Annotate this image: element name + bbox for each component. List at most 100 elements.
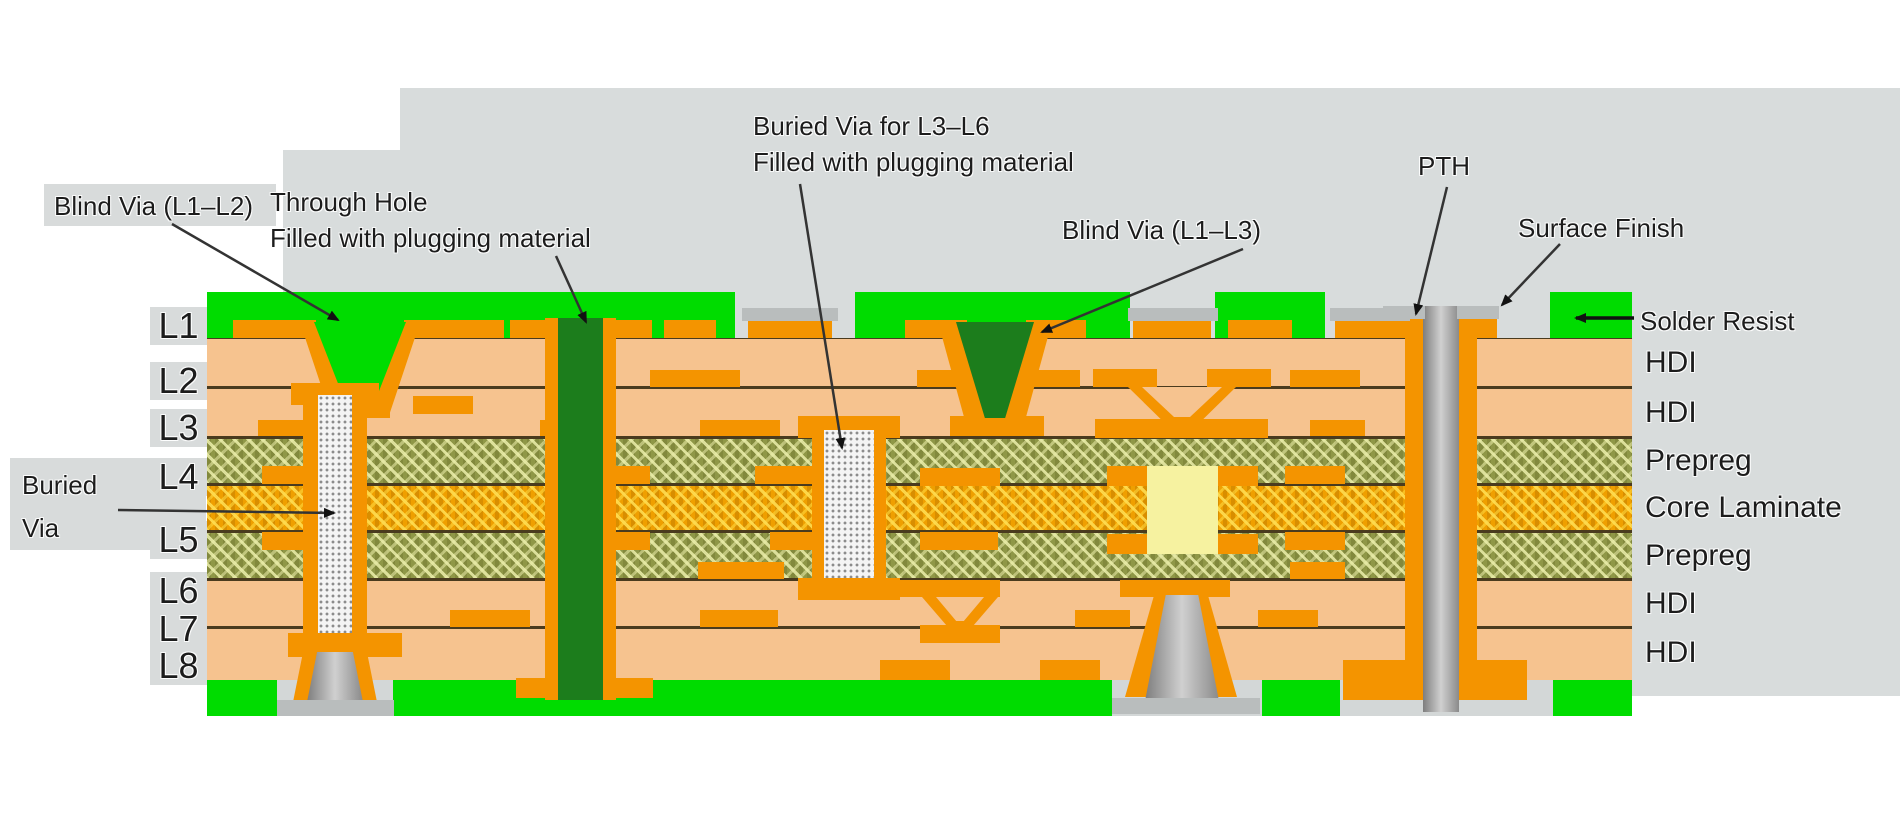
layer-label-l7: L7 — [150, 610, 207, 648]
copper-trace — [920, 532, 998, 550]
annotation-solder-resist: Solder Resist — [1640, 306, 1795, 336]
copper-trace — [880, 660, 950, 680]
through-hole-bottom-pad — [516, 678, 548, 698]
layer-label-l1: L1 — [150, 307, 207, 345]
layer-prepreg-1 — [207, 438, 1632, 485]
core-plug-resin — [1147, 466, 1218, 554]
pth-top-pad — [1385, 318, 1423, 338]
copper-trace — [698, 562, 784, 579]
copper-trace — [1228, 320, 1292, 338]
copper-layer-line-l5 — [207, 530, 1632, 533]
material-label-prepreg-1: Prepreg — [1645, 444, 1752, 477]
copper-trace — [1310, 420, 1365, 436]
solder-resist-bottom — [393, 680, 1112, 716]
annotation-through-hole-line2: Filled with plugging material — [270, 223, 591, 253]
copper-trace — [616, 320, 652, 338]
solder-resist-bottom — [1553, 680, 1632, 716]
copper-trace — [700, 610, 778, 627]
annotation-buried-via-l3l6: Buried Via for L3–L6 Filled with pluggin… — [753, 108, 1074, 180]
surface-finish-cap — [742, 308, 838, 321]
core-plug-pad — [1107, 466, 1147, 486]
bottom-via-pad — [277, 700, 394, 716]
bottom-cone-via-top-pad — [1120, 580, 1230, 597]
material-label-hdi-1: HDI — [1645, 346, 1697, 379]
annotation-background — [1632, 292, 1900, 696]
copper-layer-line-l7 — [207, 626, 1632, 629]
pth-bottom-pad — [1459, 678, 1497, 698]
via-l2l3-flange — [1093, 369, 1157, 387]
copper-trace — [404, 320, 504, 338]
layer-core-laminate — [207, 485, 1632, 532]
through-hole-plug — [558, 318, 603, 700]
copper-trace — [413, 396, 473, 414]
layer-label-l2: L2 — [150, 362, 207, 400]
core-plug-pad — [1218, 466, 1258, 486]
copper-trace — [1290, 370, 1360, 387]
annotation-surface-finish: Surface Finish — [1518, 213, 1685, 243]
layer-label-l3: L3 — [150, 409, 207, 447]
annotation-blind-via-l1l3: Blind Via (L1–L3) — [1062, 215, 1261, 245]
copper-layer-line-l4 — [207, 483, 1632, 486]
copper-trace — [700, 420, 780, 436]
annotation-buried-via-l3l6-line1: Buried Via for L3–L6 — [753, 111, 990, 141]
pth-plating — [1405, 316, 1423, 700]
core-plug-pad — [1107, 534, 1147, 554]
copper-trace — [920, 468, 1000, 486]
blind-via-l1l3-bottom-pad — [950, 416, 1044, 436]
pth-barrel — [1423, 306, 1459, 712]
pth-plating — [1459, 316, 1477, 700]
copper-trace — [1258, 610, 1318, 627]
layer-prepreg-2 — [207, 532, 1632, 580]
surface-finish-cap — [1128, 308, 1218, 321]
copper-layer-line-l6 — [207, 578, 1632, 581]
buried-via-top-pad — [291, 383, 379, 405]
annotation-buried-via-line1: Buried — [22, 470, 98, 500]
via-l6l7-bottom-pad — [920, 625, 1000, 643]
copper-trace — [1040, 660, 1100, 680]
copper-layer-line-l2 — [207, 386, 1632, 389]
copper-trace — [1285, 532, 1345, 550]
core-plug-pad — [1218, 534, 1258, 554]
bottom-via-barrel — [307, 652, 363, 702]
blind-via-l1l2-label-chip — [44, 184, 276, 226]
solder-resist-bottom — [207, 680, 277, 716]
material-label-hdi-4: HDI — [1645, 636, 1697, 669]
through-hole-plating — [545, 318, 559, 700]
through-hole-plating — [602, 318, 616, 700]
buried-via-l3l6-bottom-pad — [798, 578, 900, 600]
material-label-hdi-3: HDI — [1645, 587, 1697, 620]
annotation-buried-via-line2: Via — [22, 513, 60, 543]
copper-trace — [664, 320, 716, 338]
copper-trace — [755, 466, 815, 484]
copper-trace — [1133, 320, 1211, 338]
annotation-background — [400, 88, 1900, 150]
solder-resist-bottom — [1262, 680, 1340, 716]
copper-trace — [510, 320, 546, 338]
layer-label-l6: L6 — [150, 572, 207, 610]
surface-finish-cap — [1330, 308, 1410, 321]
annotation-buried-via-l3l6-line2: Filled with plugging material — [753, 147, 1074, 177]
copper-layer-line-l3 — [207, 436, 1632, 439]
annotation-buried-via: Buried Via — [22, 464, 97, 550]
layer-label-l8: L8 — [150, 647, 207, 685]
layer-label-l5: L5 — [150, 521, 207, 559]
copper-trace — [748, 320, 832, 338]
copper-trace — [650, 370, 740, 387]
material-label-core: Core Laminate — [1645, 491, 1842, 524]
copper-trace — [1285, 466, 1345, 484]
annotation-pth: PTH — [1418, 151, 1470, 181]
material-label-hdi-2: HDI — [1645, 396, 1697, 429]
pth-surface-finish-cap — [1457, 306, 1499, 319]
solder-resist-top — [1550, 292, 1632, 338]
copper-trace — [1290, 562, 1345, 579]
annotation-through-hole-line1: Through Hole — [270, 187, 428, 217]
bottom-cone-via-pad — [1112, 698, 1260, 714]
via-l2l3-bottom-pad — [1095, 419, 1268, 438]
annotation-through-hole: Through Hole Filled with plugging materi… — [270, 184, 591, 256]
via-l6l7-flange — [900, 580, 1000, 597]
annotation-blind-via-l1l2: Blind Via (L1–L2) — [54, 191, 253, 221]
layer-label-l4: L4 — [150, 458, 207, 496]
material-label-prepreg-2: Prepreg — [1645, 539, 1752, 572]
copper-trace — [1075, 610, 1130, 627]
